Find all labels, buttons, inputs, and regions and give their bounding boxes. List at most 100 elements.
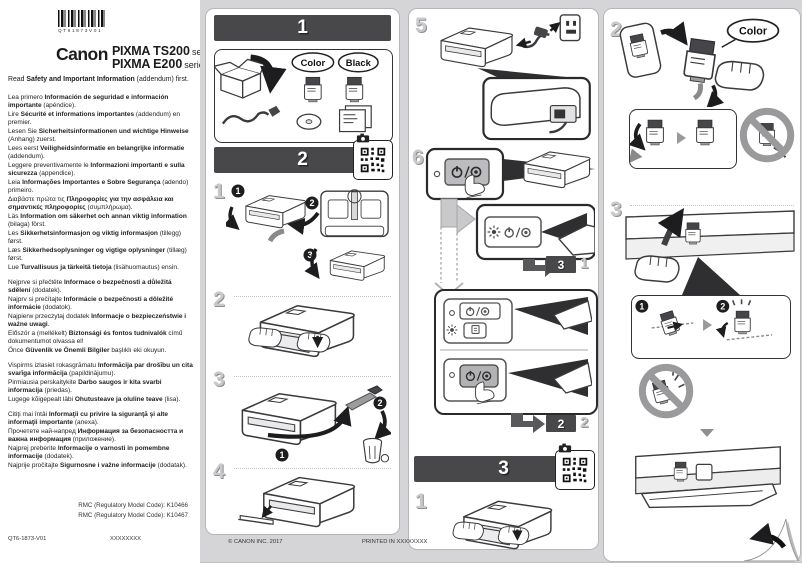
divider xyxy=(234,376,391,377)
doc-placeholder: XXXXXXXX xyxy=(110,536,141,542)
rmc-line-2: RMC (Regulatory Model Code): K10467 xyxy=(78,511,188,519)
instruction-line: Önce Güvenlik ve Önemli Bilgiler başlıkl… xyxy=(8,347,167,354)
installed-cartridge-illustration xyxy=(635,446,781,509)
instruction-line: Прочетете най-напред Информация за безоп… xyxy=(8,428,184,443)
color-label: Color xyxy=(739,26,768,38)
next-arrow-icon xyxy=(703,319,712,331)
instruction-line: Lesen Sie Sicherheitsinformationen und w… xyxy=(8,128,189,143)
step-number-c3: 3 xyxy=(610,198,622,221)
color-label: Color xyxy=(301,57,326,68)
trash-icon xyxy=(362,437,389,464)
instruction-line: Pirmiausia perskaitykite Darbo saugos ir… xyxy=(8,379,162,394)
panel-install-cartridge: 2 Color 3 1 xyxy=(603,8,801,562)
printed-in: PRINTED IN XXXXXXXX xyxy=(362,539,428,545)
hand-icon xyxy=(634,255,680,283)
camera-icon xyxy=(356,133,370,143)
instruction-line: Najpierw przeczytaj dodatek Informacje o… xyxy=(8,313,187,328)
instruction-line: Læs Sikkerhedsoplysninger og vigtige opl… xyxy=(8,247,187,262)
hand-icon xyxy=(714,60,765,91)
color-cartridge-icon xyxy=(682,37,718,85)
rmc-line-1: RMC (Regulatory Model Code): K10466 xyxy=(78,502,188,509)
language-group: Nejprve si přečtěte Informace o bezpečno… xyxy=(8,279,194,355)
orientation-box xyxy=(629,109,737,169)
qr-code-install xyxy=(555,450,595,490)
prohibition-icon xyxy=(743,111,790,158)
banner-step-1: 1 xyxy=(214,15,391,41)
step-number-b5: 5 xyxy=(415,14,427,37)
turn-page-arrow xyxy=(749,522,787,549)
remove-tape-illustration: 1 2 3 xyxy=(226,184,389,281)
do-not-touch-contacts xyxy=(739,107,797,167)
instruction-line: Először a (mellékelt) Biztonsági és font… xyxy=(8,330,183,345)
lamp-status-box xyxy=(434,289,598,415)
protective-tape xyxy=(692,83,703,101)
insert-cartridge-illustration xyxy=(625,208,795,295)
instruction-line: Najprije pročitajte Sigurnosne i važne i… xyxy=(8,462,187,469)
goto-banner-3-chip: 3 xyxy=(546,256,576,273)
doc-code: QT6-1873-V01 xyxy=(8,536,47,542)
power-button-illustration xyxy=(425,147,595,297)
do-not-force xyxy=(638,363,696,423)
instruction-line: Leggere preventivamente le Informazioni … xyxy=(8,162,185,177)
documents-icon xyxy=(338,105,372,133)
instruction-line: Leia Informações Importantes e Sobre Seg… xyxy=(8,179,189,194)
plug-icon xyxy=(533,26,548,39)
language-group: Lea primero Información de seguridad e i… xyxy=(8,94,194,272)
left-column: QT61873V01 Canon PIXMATS200series PIXMAE… xyxy=(0,0,216,567)
led-indicator xyxy=(433,170,441,178)
instruction-line: Citiţi mai întâi Informaţii cu privire l… xyxy=(8,411,169,426)
svg-text:1: 1 xyxy=(235,186,240,196)
svg-text:1: 1 xyxy=(279,450,284,460)
discard-tape-illustration: 1 2 xyxy=(241,385,391,464)
instruction-line: Najprej preberite Informacije o varnosti… xyxy=(8,445,170,460)
goto-step-2: 2 xyxy=(580,414,589,431)
connect-power-illustration xyxy=(440,14,591,141)
click-in-box: 1 2 xyxy=(631,295,791,359)
click-marks xyxy=(731,299,752,306)
outlet-icon xyxy=(559,14,581,42)
instruction-line: Διαβάστε πρώτα τις Πληροφορίες για την α… xyxy=(8,196,174,211)
panel-power-on: 5 6 3 1 xyxy=(408,8,599,550)
black-cartridge-icon xyxy=(345,76,364,103)
plug-icon xyxy=(268,105,281,117)
divider xyxy=(234,468,391,469)
instruction-line: Lea primero Información de seguridad e i… xyxy=(8,94,169,109)
black-balloon xyxy=(337,52,379,73)
power-cord-icon xyxy=(221,111,270,125)
black-label: Black xyxy=(346,57,372,68)
svg-text:2: 2 xyxy=(720,301,725,311)
output-tray-illustration xyxy=(238,476,356,528)
arrow-icon xyxy=(250,54,287,94)
callout-wedge xyxy=(682,257,740,295)
camera-icon xyxy=(558,443,572,453)
color-cartridge-icon xyxy=(673,461,688,482)
flow-arrow xyxy=(440,198,458,228)
language-group: Citiţi mai întâi Informaţii cu privire l… xyxy=(8,411,194,470)
instruction-line: Vispirms izlasiet rokasgrāmatu Informāci… xyxy=(8,362,193,377)
color-cartridge-icon xyxy=(304,76,322,103)
plug-in-arrow xyxy=(515,37,532,48)
step-number-a4: 4 xyxy=(213,460,225,483)
blinking-led-icon xyxy=(446,324,458,336)
step-number-b6: 6 xyxy=(412,146,424,169)
barcode-label: QT61873V01 xyxy=(58,28,103,33)
qr-code-setup xyxy=(353,140,393,180)
divider xyxy=(630,205,794,206)
open-cover-illustration xyxy=(444,495,569,553)
open-cover-illustration xyxy=(241,299,371,361)
goto-banner-2-chip: 2 xyxy=(546,415,576,432)
instruction-line: Nejprve si přečtěte Informace o bezpečno… xyxy=(8,279,172,294)
instruction-line: Lue Turvallisuus ja tärkeitä tietoja (li… xyxy=(8,264,179,271)
box-contents-illustration: Color Black xyxy=(214,49,393,143)
goto-step-1: 1 xyxy=(580,255,589,272)
instruction-line: Najprv si prečítajte Informácie o bezpeč… xyxy=(8,296,174,311)
prohibition-icon xyxy=(642,367,689,414)
svg-text:2: 2 xyxy=(309,198,314,208)
barcode xyxy=(58,10,105,27)
unpack-illustration: Color Black xyxy=(215,52,379,133)
prepare-cartridge-illustration: Color xyxy=(619,18,780,107)
copyright: © CANON INC. 2017 xyxy=(228,539,283,545)
divider xyxy=(234,296,391,297)
page-turn-curl xyxy=(744,518,800,561)
